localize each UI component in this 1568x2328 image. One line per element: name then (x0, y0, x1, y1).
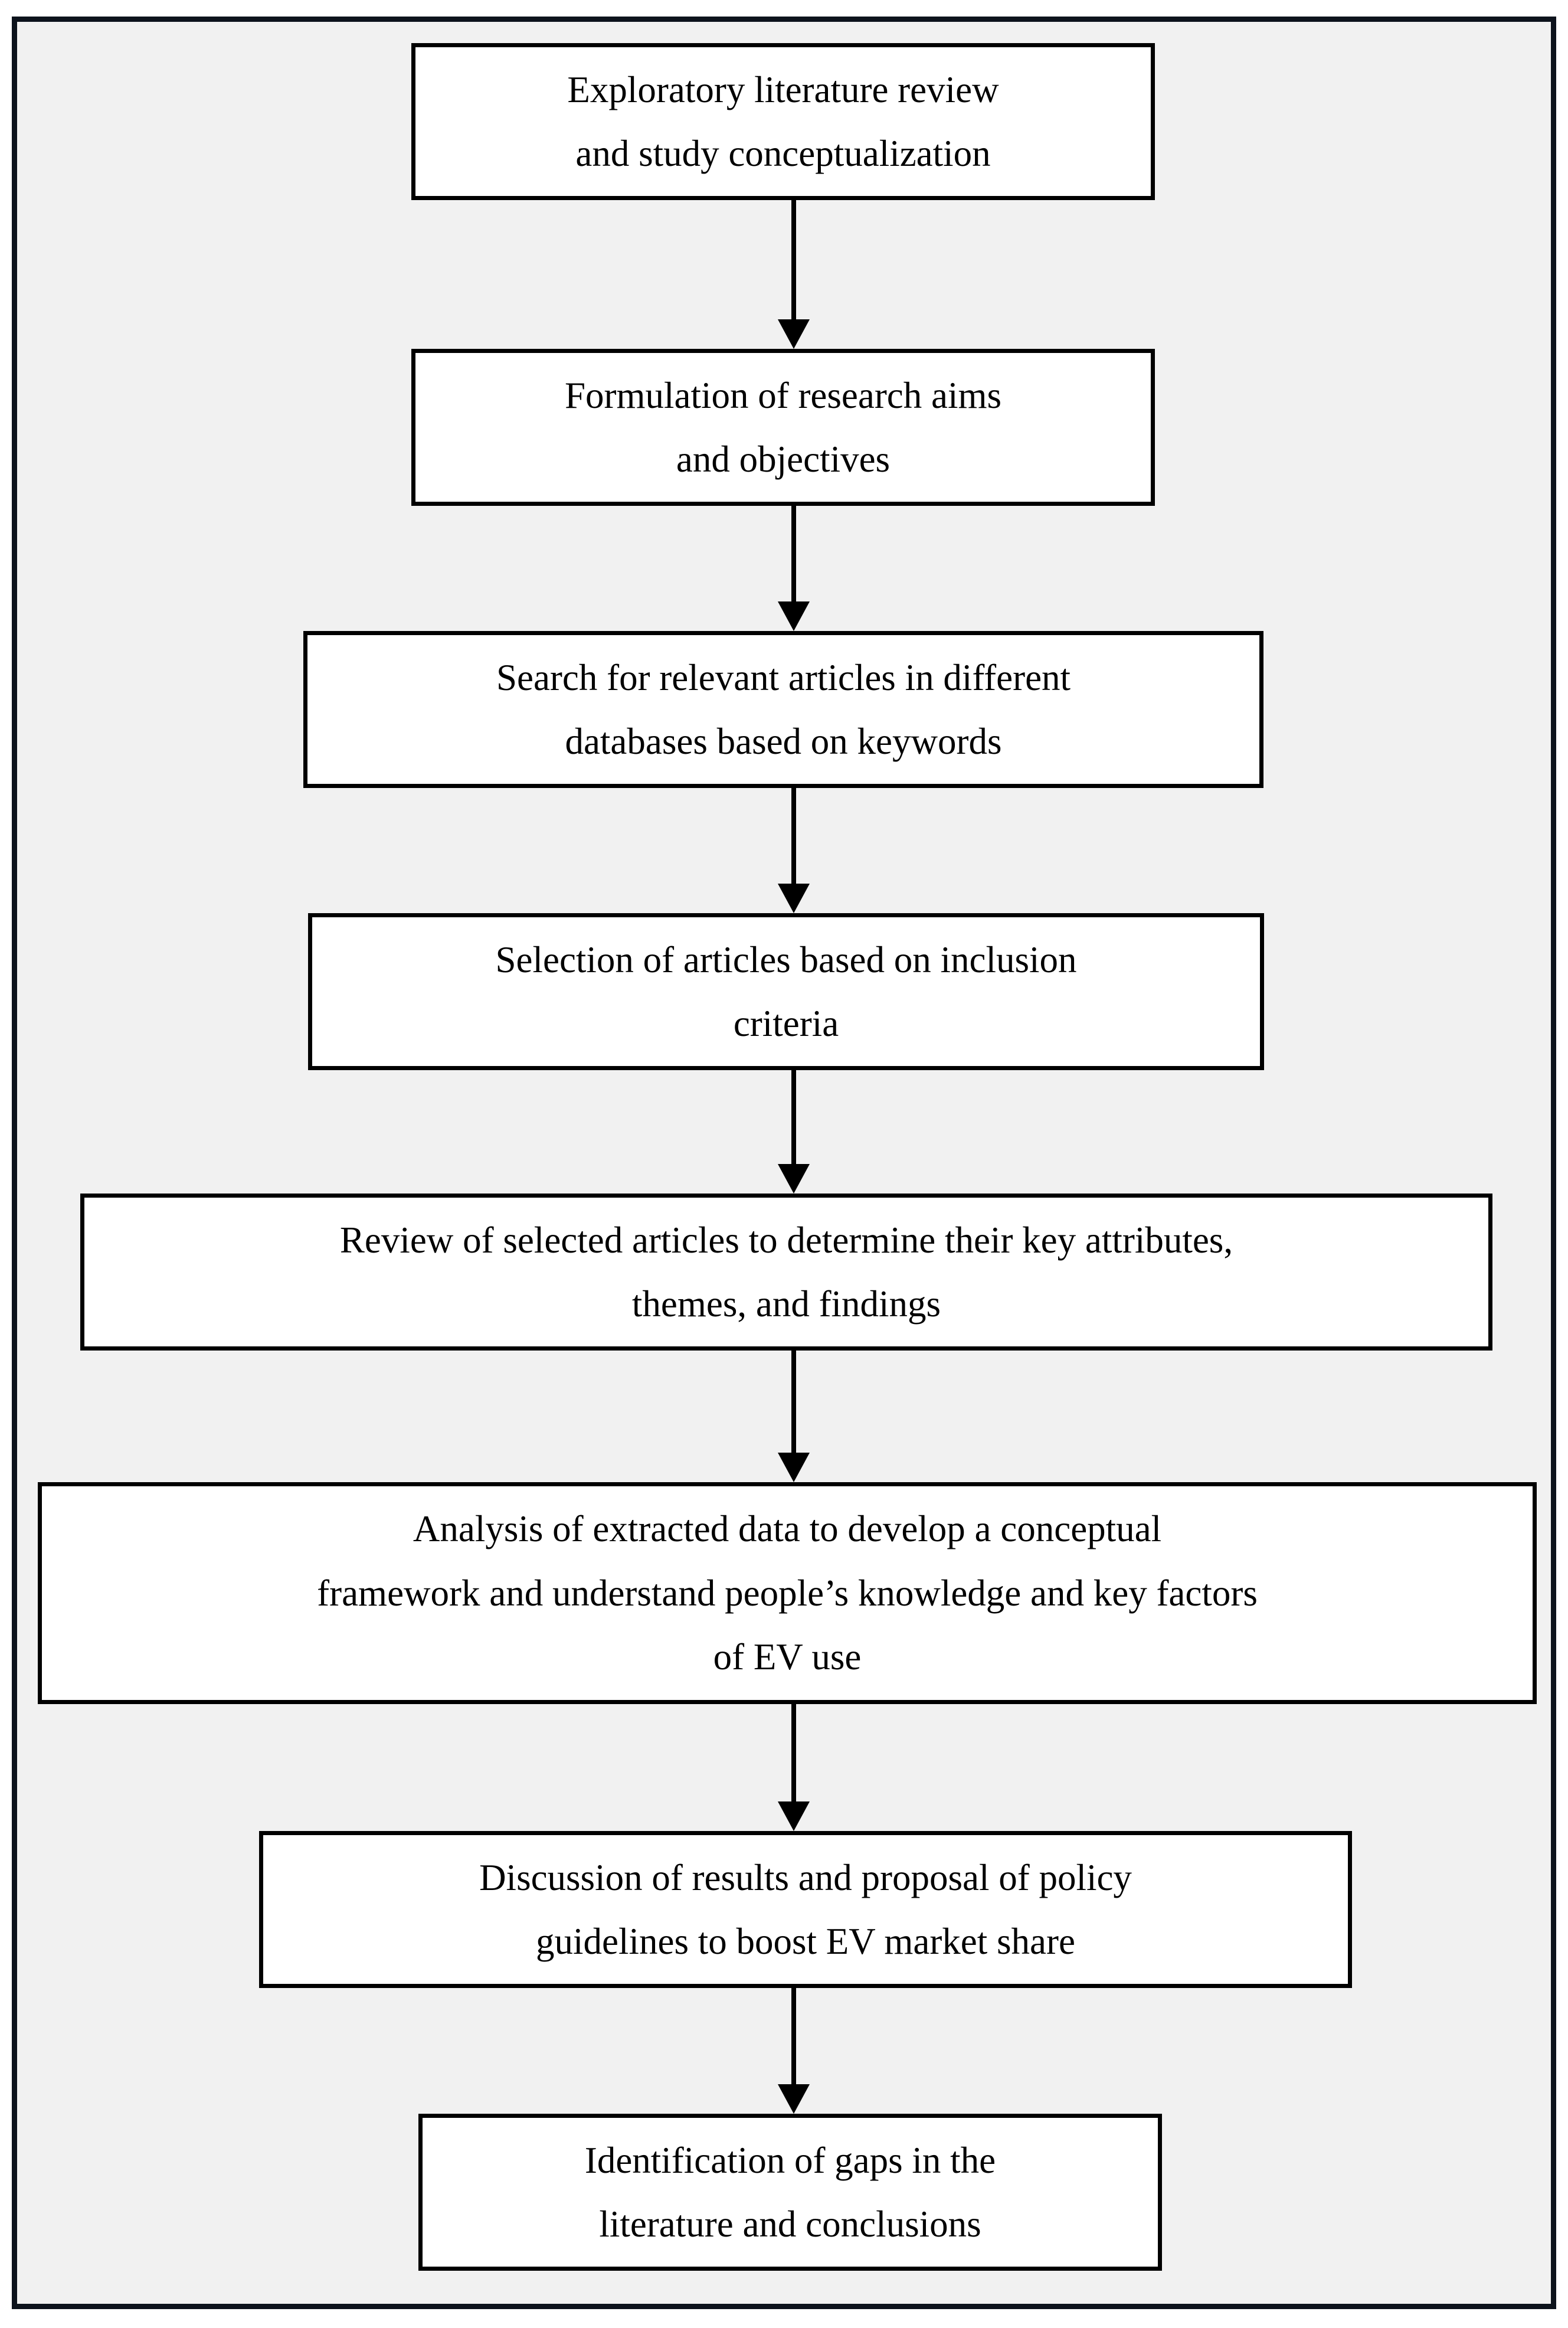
arrow-down-icon (778, 1164, 810, 1194)
flow-node-8-line1: Identification of gaps in the (584, 2139, 996, 2181)
flow-node-3-line2: databases based on keywords (565, 721, 1002, 762)
arrow-down-icon (778, 2084, 810, 2114)
flow-edge-7-8-shaft (791, 1988, 796, 2084)
flow-node-4-label: Selection of articles based on inclusion… (328, 928, 1245, 1056)
flow-node-2: Formulation of research aims and objecti… (411, 349, 1155, 506)
flow-node-4-line1: Selection of articles based on inclusion (495, 939, 1077, 980)
arrow-down-icon (778, 319, 810, 349)
arrow-down-icon (778, 1801, 810, 1831)
flow-edge-7-8 (767, 1988, 821, 2114)
flow-edge-1-2-shaft (791, 200, 796, 319)
flow-node-6-line1: Analysis of extracted data to develop a … (413, 1508, 1162, 1550)
flow-node-6: Analysis of extracted data to develop a … (38, 1482, 1537, 1704)
flow-node-2-line2: and objectives (676, 439, 891, 480)
arrow-down-icon (778, 884, 810, 913)
flow-edge-4-5 (767, 1070, 821, 1194)
flow-node-8: Identification of gaps in the literature… (418, 2114, 1162, 2271)
flow-node-7-line1: Discussion of results and proposal of po… (479, 1856, 1132, 1898)
flow-edge-2-3-shaft (791, 506, 796, 601)
flow-edge-5-6-shaft (791, 1351, 796, 1453)
flow-node-7-label: Discussion of results and proposal of po… (279, 1846, 1333, 1974)
flow-node-1-line2: and study conceptualization (575, 133, 991, 174)
flow-edge-6-7 (767, 1704, 821, 1831)
figure-frame: Exploratory literature review and study … (12, 17, 1556, 2309)
arrow-down-icon (778, 1453, 810, 1482)
flow-node-3: Search for relevant articles in differen… (303, 631, 1263, 788)
flow-node-6-label: Analysis of extracted data to develop a … (57, 1497, 1517, 1689)
flow-edge-3-4 (767, 788, 821, 913)
flow-edge-6-7-shaft (791, 1704, 796, 1801)
flow-node-6-line2: framework and understand people’s knowle… (317, 1572, 1258, 1614)
flow-node-3-line1: Search for relevant articles in differen… (496, 656, 1071, 698)
flow-node-2-line1: Formulation of research aims (564, 374, 1002, 416)
flow-node-7-line2: guidelines to boost EV market share (536, 1921, 1075, 1962)
flow-node-4-line2: criteria (733, 1003, 839, 1044)
flow-node-2-label: Formulation of research aims and objecti… (431, 364, 1135, 492)
flow-edge-2-3 (767, 506, 821, 631)
flow-node-8-label: Identification of gaps in the literature… (438, 2128, 1143, 2257)
flow-node-1: Exploratory literature review and study … (411, 43, 1155, 200)
flow-node-3-label: Search for relevant articles in differen… (323, 646, 1244, 774)
flow-edge-5-6 (767, 1351, 821, 1482)
flow-node-5-label: Review of selected articles to determine… (100, 1208, 1473, 1336)
flow-node-5: Review of selected articles to determine… (80, 1194, 1492, 1351)
flow-node-6-line3: of EV use (713, 1636, 862, 1678)
flow-node-8-line2: literature and conclusions (599, 2203, 981, 2245)
flow-node-7: Discussion of results and proposal of po… (259, 1831, 1352, 1988)
flow-node-1-label: Exploratory literature review and study … (431, 58, 1135, 186)
flow-edge-1-2 (767, 200, 821, 349)
flow-node-5-line2: themes, and findings (631, 1283, 941, 1325)
flow-node-5-line1: Review of selected articles to determine… (339, 1219, 1233, 1261)
flow-edge-3-4-shaft (791, 788, 796, 884)
flow-node-1-line1: Exploratory literature review (567, 68, 999, 110)
flow-edge-4-5-shaft (791, 1070, 796, 1164)
flow-node-4: Selection of articles based on inclusion… (308, 913, 1264, 1070)
arrow-down-icon (778, 601, 810, 631)
